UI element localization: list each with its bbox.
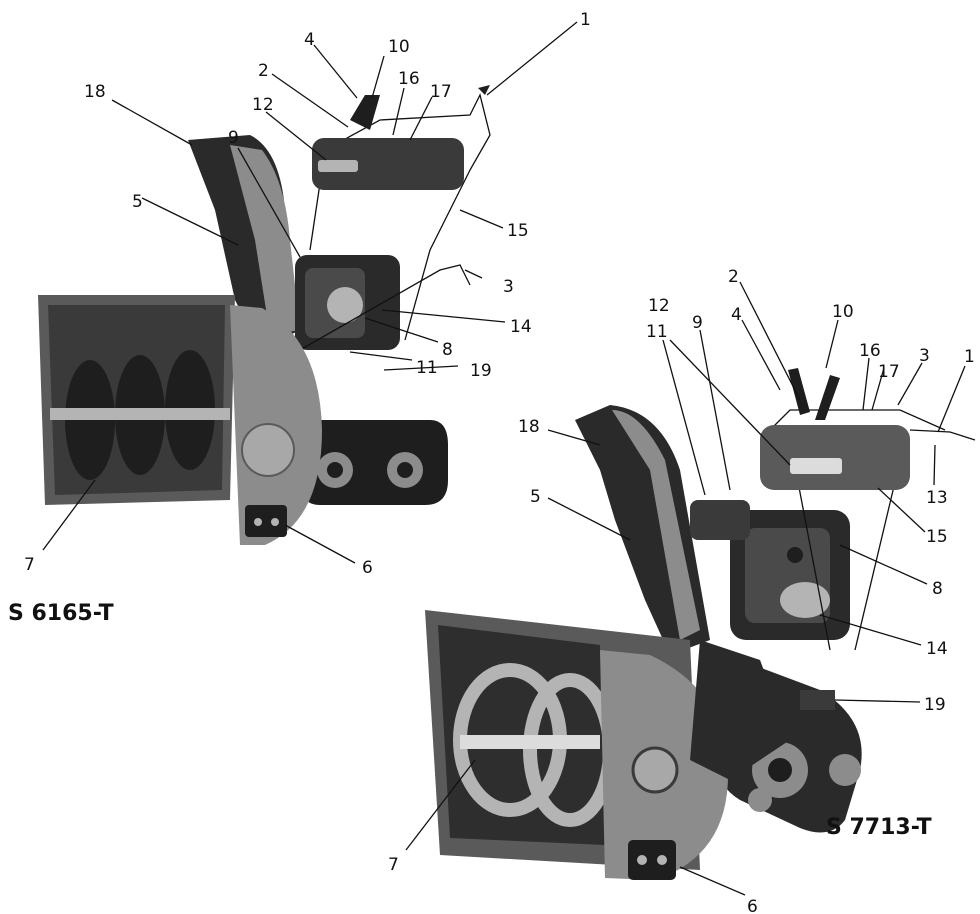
callout-right-2: 2 xyxy=(728,267,739,287)
callout-left-18: 18 xyxy=(84,82,106,102)
callout-left-8: 8 xyxy=(442,340,453,360)
callout-right-11: 11 xyxy=(646,322,668,342)
callout-numbers-left: 1 2 3 4 5 6 7 8 9 10 11 12 14 15 16 17 1… xyxy=(24,10,591,578)
callout-right-12: 12 xyxy=(648,296,670,316)
model-label-right: S 7713-T xyxy=(826,815,932,840)
callout-right-14: 14 xyxy=(926,639,948,659)
callout-left-12: 12 xyxy=(252,95,274,115)
callout-right-10: 10 xyxy=(832,302,854,322)
callout-left-9: 9 xyxy=(228,128,239,148)
callout-right-8: 8 xyxy=(932,579,943,599)
snow-blower-left-illustration xyxy=(38,85,491,545)
callout-left-14: 14 xyxy=(510,317,532,337)
callout-left-1: 1 xyxy=(580,10,591,30)
callout-right-5: 5 xyxy=(530,487,541,507)
callout-right-18: 18 xyxy=(518,417,540,437)
callout-left-15: 15 xyxy=(507,221,529,241)
callout-left-4: 4 xyxy=(304,30,315,50)
callout-right-1: 1 xyxy=(964,347,975,367)
model-label-left: S 6165-T xyxy=(8,601,114,626)
callout-right-3: 3 xyxy=(919,346,930,366)
callout-left-2: 2 xyxy=(258,61,269,81)
callout-right-16: 16 xyxy=(859,341,881,361)
callout-right-15: 15 xyxy=(926,527,948,547)
callout-right-6: 6 xyxy=(747,897,758,914)
callout-left-19: 19 xyxy=(470,361,492,381)
callout-left-16: 16 xyxy=(398,69,420,89)
callout-numbers-right: 1 2 3 4 5 6 7 8 9 10 11 12 13 14 15 16 1… xyxy=(388,267,975,914)
callout-left-11: 11 xyxy=(416,358,438,378)
callout-right-19: 19 xyxy=(924,695,946,715)
callout-left-10: 10 xyxy=(388,37,410,57)
callout-right-4: 4 xyxy=(731,305,742,325)
snow-blower-right-illustration xyxy=(425,368,976,880)
callout-right-17: 17 xyxy=(878,362,900,382)
callout-left-17: 17 xyxy=(430,82,452,102)
leader-lines-right xyxy=(405,281,966,896)
callout-right-9: 9 xyxy=(692,313,703,333)
callout-right-7: 7 xyxy=(388,855,399,875)
callout-left-5: 5 xyxy=(132,192,143,212)
callout-left-7: 7 xyxy=(24,555,35,575)
callout-left-3: 3 xyxy=(503,277,514,297)
callout-right-13: 13 xyxy=(926,488,948,508)
callout-left-6: 6 xyxy=(362,558,373,578)
leader-lines-left xyxy=(42,21,578,564)
